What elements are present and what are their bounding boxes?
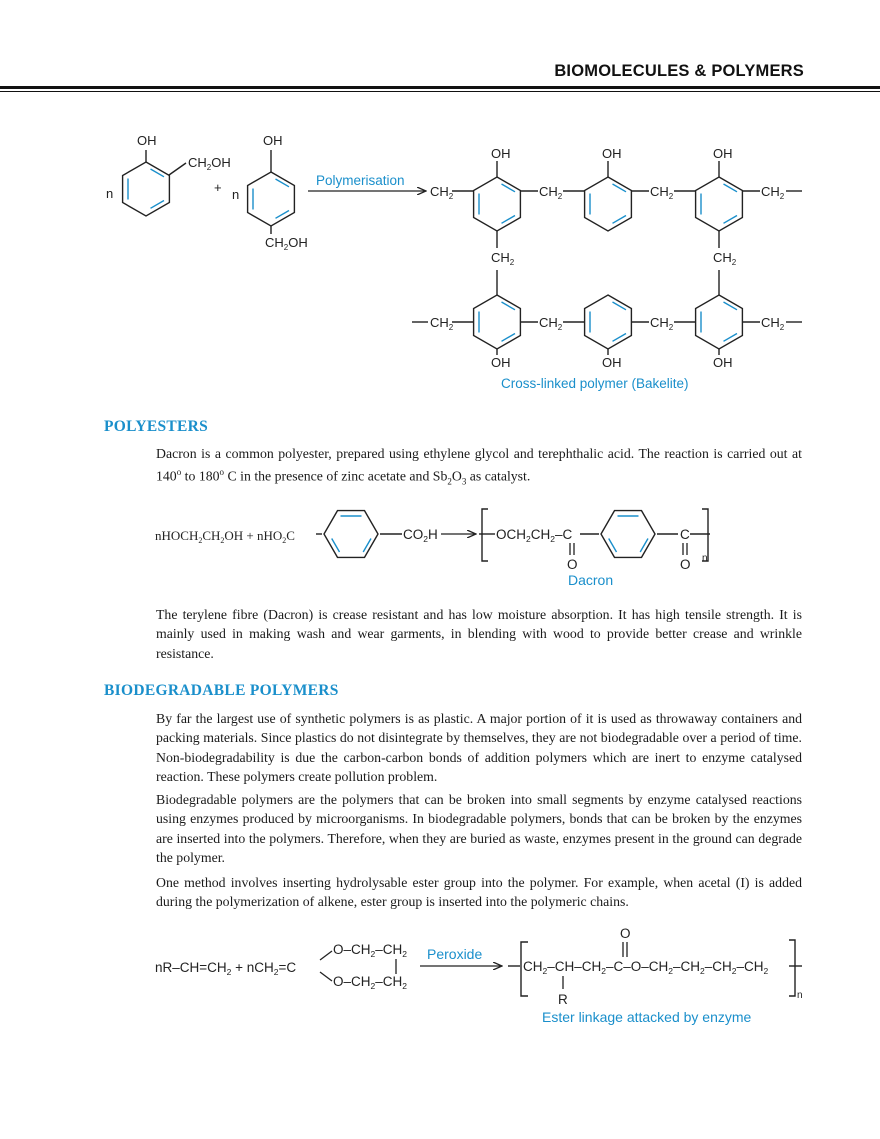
biodegradable-heading: BIODEGRADABLE POLYMERS: [104, 682, 339, 699]
dacron-reaction-scheme: nHOCH2CH2OH + nHO2C CO2H OCH2CH2–C O C O…: [155, 508, 710, 588]
svg-text:OH: OH: [491, 146, 511, 161]
svg-text:CO2H: CO2H: [403, 527, 438, 544]
svg-text:OH: OH: [491, 355, 511, 370]
svg-text:O: O: [680, 557, 691, 572]
reactant-count-label: n: [106, 186, 113, 201]
svg-text:R: R: [558, 992, 568, 1007]
svg-text:CH2: CH2: [430, 184, 454, 201]
svg-text:CH2–CH–CH2–C–O–CH2–CH2–CH2–CH2: CH2–CH–CH2–C–O–CH2–CH2–CH2–CH2: [523, 959, 769, 976]
svg-text:CH2: CH2: [650, 184, 674, 201]
svg-text:CH2: CH2: [491, 250, 515, 267]
polymerisation-arrow-label: Polymerisation: [316, 173, 405, 188]
polyesters-description: The terylene fibre (Dacron) is crease re…: [156, 607, 802, 661]
svg-text:CH2: CH2: [430, 315, 454, 332]
biodegradable-paragraph-2: Biodegradable polymers are the polymers …: [156, 792, 802, 865]
svg-text:CH2OH: CH2OH: [265, 235, 308, 252]
ester-insertion-reaction-scheme: nR–CH=CH2 + nCH2=C O–CH2–CH2 O–CH2–CH2 P…: [155, 926, 803, 1025]
svg-text:CH2: CH2: [761, 315, 785, 332]
dacron-caption: Dacron: [568, 572, 613, 588]
svg-text:OCH2CH2–C: OCH2CH2–C: [496, 527, 572, 544]
svg-text:OH: OH: [713, 355, 733, 370]
svg-text:CH2: CH2: [761, 184, 785, 201]
svg-text:nHOCH2CH2OH + nHO2C: nHOCH2CH2OH + nHO2C: [155, 528, 295, 545]
header-rule-thick: [0, 86, 880, 89]
svg-text:O–CH2–CH2: O–CH2–CH2: [333, 974, 407, 991]
svg-text:nR–CH=CH2 + nCH2=C: nR–CH=CH2 + nCH2=C: [155, 960, 296, 977]
svg-text:n: n: [797, 990, 803, 1001]
svg-text:n: n: [232, 187, 239, 202]
svg-text:OH: OH: [602, 355, 622, 370]
page-header-title: BIOMOLECULES & POLYMERS: [554, 62, 804, 80]
bakelite-caption: Cross-linked polymer (Bakelite): [501, 376, 689, 391]
svg-text:CH2: CH2: [713, 250, 737, 267]
ester-linkage-caption: Ester linkage attacked by enzyme: [542, 1009, 752, 1025]
svg-text:OH: OH: [713, 146, 733, 161]
biodegradable-paragraph-1: By far the largest use of synthetic poly…: [156, 711, 802, 784]
bakelite-reaction-scheme: OH CH2OH n + n OH CH2OH Polymerisation C…: [106, 133, 802, 391]
polyesters-heading: POLYESTERS: [104, 418, 209, 435]
polyesters-intro: Dacron is a common polyester, prepared u…: [156, 446, 802, 487]
svg-text:OH: OH: [602, 146, 622, 161]
svg-text:CH2OH: CH2OH: [188, 155, 231, 172]
svg-text:OH: OH: [137, 133, 157, 148]
svg-text:n: n: [702, 553, 708, 564]
svg-text:OH: OH: [263, 133, 283, 148]
svg-text:CH2: CH2: [539, 315, 563, 332]
biodegradable-paragraph-3: One method involves inserting hydrolysab…: [156, 875, 802, 910]
svg-text:O: O: [567, 557, 578, 572]
svg-text:O: O: [620, 926, 631, 941]
svg-text:+: +: [214, 180, 222, 195]
svg-text:CH2: CH2: [650, 315, 674, 332]
peroxide-arrow-label: Peroxide: [427, 946, 482, 962]
svg-text:CH2: CH2: [539, 184, 563, 201]
svg-text:O–CH2–CH2: O–CH2–CH2: [333, 942, 407, 959]
svg-text:C: C: [680, 527, 690, 542]
header-rule-thin: [0, 91, 880, 92]
